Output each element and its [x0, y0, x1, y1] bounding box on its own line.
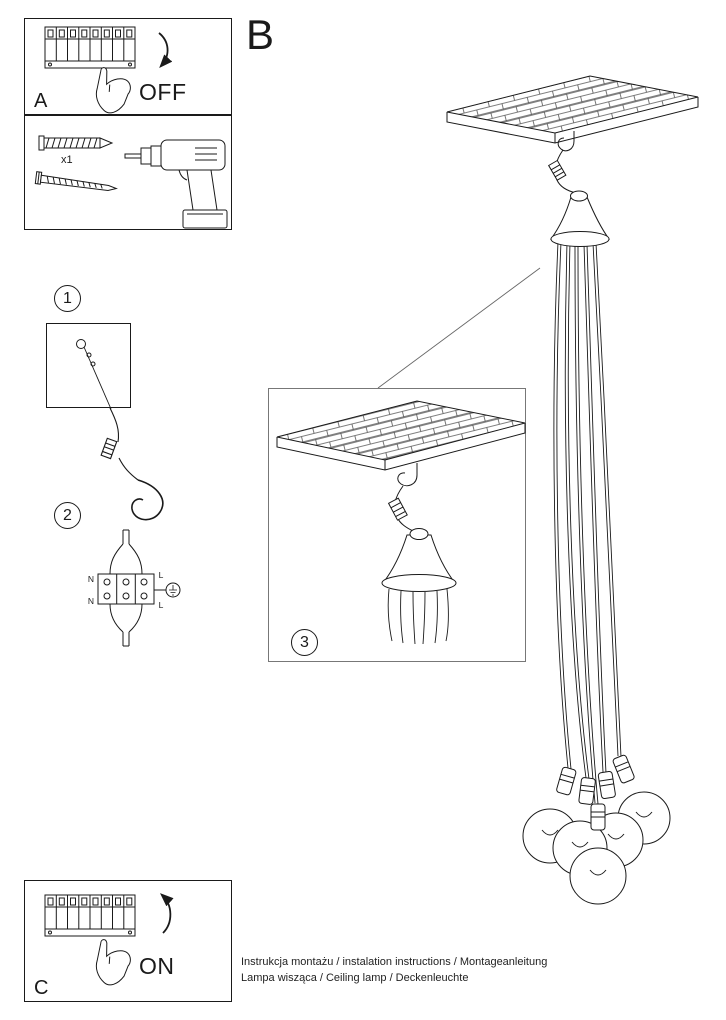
dowel-qty-label: x1 [61, 154, 73, 166]
footer-line-2: Lampa wisząca / Ceiling lamp / Deckenleu… [241, 972, 469, 984]
wire-label-n: N [88, 596, 94, 606]
bulb-socket [556, 766, 577, 796]
inset-cables [387, 588, 449, 645]
canopy [550, 190, 610, 247]
wire-label-l: L [159, 570, 164, 580]
panel-a-label: A [34, 90, 48, 112]
hand-icon [95, 939, 131, 986]
step-2-badge: 2 [54, 502, 81, 529]
tools-illustration [34, 135, 228, 229]
step-1-badge: 1 [54, 285, 81, 312]
detail-inset: 3 [268, 388, 526, 662]
breaker-panel [44, 894, 136, 937]
wall-plug-icon [38, 135, 114, 151]
inset-leader-line [377, 267, 541, 389]
section-b-label: B [246, 11, 275, 58]
inset-ceiling-slab [276, 400, 526, 471]
breaker-panel [44, 26, 136, 69]
bulb-socket [597, 771, 616, 800]
bulb-socket [590, 803, 606, 831]
footer-line-1: Instrukcja montażu / instalation instruc… [241, 956, 548, 968]
panel-c-label: C [34, 977, 49, 999]
drill-icon [124, 139, 228, 229]
inset-illustration [276, 400, 526, 645]
bulb-socket [612, 754, 635, 784]
step-1-box [46, 323, 131, 410]
panel-c: ON C [24, 880, 232, 1002]
wire-label-n: N [88, 574, 94, 584]
hook-detail-illustration [100, 407, 164, 521]
screw-icon [34, 171, 118, 192]
wiring-illustration: N L N L [88, 529, 181, 647]
ceiling-slab [446, 75, 699, 144]
arrow-up-icon [160, 893, 174, 934]
bulb-socket [578, 777, 596, 805]
terminal-block [97, 573, 155, 605]
bulb-cluster [522, 754, 671, 905]
ceiling-point-illustration [76, 339, 112, 410]
breaker-on-illustration [44, 893, 174, 986]
step-3-badge: 3 [291, 629, 318, 656]
breaker-off-illustration [44, 26, 173, 114]
tools-panel: x1 [24, 115, 232, 230]
inset-canopy [381, 528, 457, 592]
hook-icon [131, 479, 164, 521]
off-label: OFF [139, 79, 187, 105]
bulb [569, 847, 627, 905]
pendant-cables [553, 241, 622, 805]
arrow-down-icon [158, 32, 173, 68]
ground-symbol [154, 582, 181, 598]
ceiling-hook-icon [547, 131, 577, 194]
main-lamp-illustration [377, 75, 699, 905]
inset-hook-icon [387, 463, 418, 532]
panel-a: OFF A [24, 18, 232, 115]
hand-icon [95, 67, 131, 114]
on-label: ON [139, 953, 175, 979]
wire-label-l: L [159, 600, 164, 610]
